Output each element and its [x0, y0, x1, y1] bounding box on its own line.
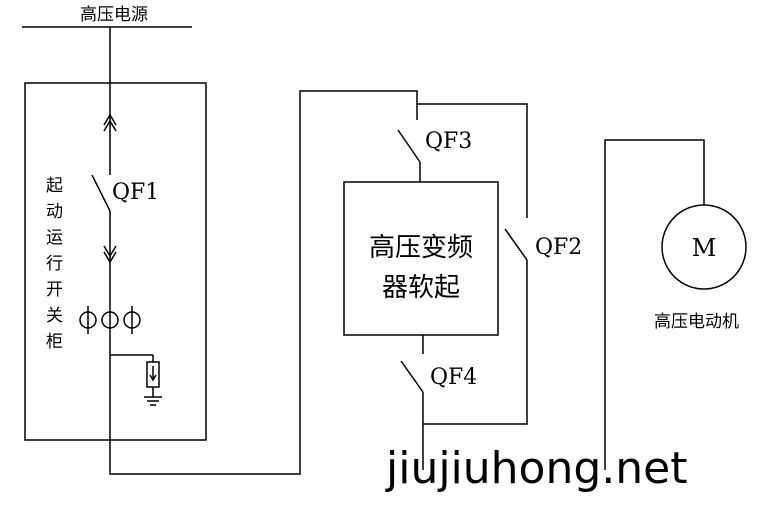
bypass-top-wire: [417, 103, 528, 218]
qf2-switch-blade: [504, 228, 528, 261]
motor-label: 高压电动机: [654, 312, 739, 332]
source-label: 高压电源: [80, 5, 148, 25]
qf3-switch-blade: [397, 129, 421, 163]
watermark: jiujiuhong.net: [385, 443, 688, 494]
bypass-bottom-wire: [423, 260, 528, 425]
svg-text:运: 运: [46, 228, 63, 248]
qf2-label: QF2: [535, 235, 582, 260]
qf3-label: QF3: [425, 129, 472, 154]
svg-text:开: 开: [46, 280, 63, 300]
svg-text:关: 关: [46, 306, 63, 326]
vfd-soft-starter: [343, 181, 499, 336]
motor-feed-wire: [604, 139, 705, 470]
qf1-switch-blade: [91, 174, 111, 212]
motor-symbol: M: [692, 234, 717, 262]
ground-icon: [144, 396, 162, 406]
svg-text:动: 动: [46, 202, 63, 222]
start-cabinet: [24, 82, 207, 441]
qf1-label: QF1: [112, 180, 159, 205]
qf4-label: QF4: [430, 365, 477, 390]
vfd-label-line2: 器软起: [382, 273, 460, 303]
qf4-switch-blade: [400, 360, 424, 393]
current-transformer-icon: [79, 306, 141, 334]
svg-text:柜: 柜: [46, 332, 63, 352]
lower-contact-icon: [103, 245, 117, 258]
vfd-label-line1: 高压变频: [369, 233, 473, 263]
cabinet-output-wire: [109, 90, 418, 475]
upper-contact-icon: [103, 113, 117, 126]
svg-text:起: 起: [46, 176, 63, 196]
svg-text:行: 行: [46, 254, 63, 274]
cabinet-label: 起 动 运 行 开 关 柜: [46, 176, 63, 352]
motor-icon: [661, 204, 747, 290]
